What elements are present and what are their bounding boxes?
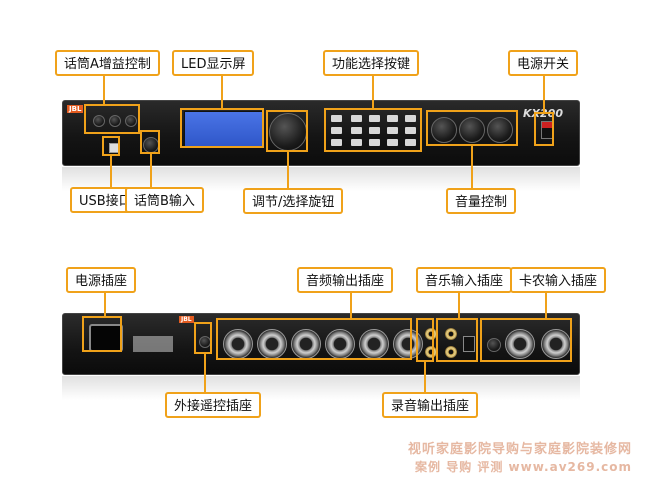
xlr-output-2[interactable] — [257, 329, 287, 359]
label-mic-a-gain: 话筒A增益控制 — [55, 50, 160, 76]
highlight-mic-b — [140, 130, 160, 154]
power-switch-indicator — [542, 122, 552, 128]
mic-a-gain-knob-2[interactable] — [109, 115, 121, 127]
label-music-in: 音乐输入插座 — [416, 267, 513, 293]
function-button[interactable] — [351, 115, 362, 122]
leader-audio-out — [350, 293, 352, 318]
highlight-remote — [194, 322, 212, 354]
music-in-rca-2[interactable] — [445, 346, 457, 358]
label-mic-b: 话筒B输入 — [125, 187, 204, 213]
mic-a-gain-knob-1[interactable] — [93, 115, 105, 127]
optical-input[interactable] — [463, 336, 475, 352]
watermark-line-1: 视听家庭影院导购与家庭影院装修网 — [407, 442, 632, 457]
function-button[interactable] — [405, 127, 416, 134]
function-button[interactable] — [351, 139, 362, 146]
function-button[interactable] — [331, 115, 342, 122]
leader-adjust-knob — [287, 152, 289, 188]
highlight-music-in — [436, 318, 478, 362]
music-in-rca-1[interactable] — [445, 328, 457, 340]
volume-knob-mic[interactable] — [459, 117, 485, 143]
volume-knob-effect[interactable] — [487, 117, 513, 143]
highlight-usb — [102, 136, 120, 156]
leader-music-in — [458, 293, 460, 318]
leader-xlr-in — [545, 293, 547, 318]
function-button[interactable] — [405, 139, 416, 146]
volume-knob-music[interactable] — [431, 117, 457, 143]
label-xlr-in: 卡农输入插座 — [510, 267, 607, 293]
function-button[interactable] — [369, 127, 380, 134]
label-function-buttons: 功能选择按键 — [323, 50, 420, 76]
xlr-output-4[interactable] — [325, 329, 355, 359]
mic-a-gain-knob-3[interactable] — [125, 115, 137, 127]
leader-record-out — [424, 362, 426, 392]
record-out-rca-2[interactable] — [425, 346, 437, 358]
rear-brand-logo: JBL — [179, 316, 194, 323]
power-socket[interactable] — [89, 324, 123, 352]
leader-power-switch — [543, 76, 545, 112]
leader-lcd — [221, 76, 223, 108]
function-button[interactable] — [387, 127, 398, 134]
rear-panel-reflection — [62, 376, 580, 400]
highlight-power-socket — [82, 316, 122, 352]
label-power-socket: 电源插座 — [66, 267, 137, 293]
highlight-power-switch — [534, 112, 554, 146]
lcd-screen — [184, 111, 264, 147]
leader-usb — [110, 156, 112, 187]
function-button[interactable] — [331, 139, 342, 146]
rear-mic-jack[interactable] — [487, 338, 501, 352]
xlr-output-5[interactable] — [359, 329, 389, 359]
xlr-input-1[interactable] — [505, 329, 535, 359]
label-lcd: LED显示屏 — [172, 50, 255, 76]
highlight-record-out — [416, 318, 434, 362]
function-button[interactable] — [387, 115, 398, 122]
highlight-knob — [266, 110, 308, 152]
leader-mic-b — [150, 154, 152, 187]
leader-remote — [204, 354, 206, 392]
label-power-switch: 电源开关 — [508, 50, 579, 76]
leader-power-socket — [104, 293, 106, 316]
highlight-volume — [426, 110, 518, 146]
label-record-out: 录音输出插座 — [382, 392, 479, 418]
label-adjust-knob: 调节/选择旋钮 — [243, 188, 344, 214]
function-button[interactable] — [351, 127, 362, 134]
leader-volume — [471, 146, 473, 188]
xlr-output-3[interactable] — [291, 329, 321, 359]
adjust-select-knob[interactable] — [269, 113, 307, 151]
label-volume: 音量控制 — [446, 188, 517, 214]
highlight-xlr-in — [480, 318, 572, 362]
highlight-mic-a-gain — [84, 104, 140, 134]
watermark-line-2: 案例 导购 评测 www.av269.com — [415, 460, 632, 474]
record-out-rca-1[interactable] — [425, 328, 437, 340]
highlight-function-buttons — [324, 108, 422, 152]
rear-panel: JBL — [62, 313, 580, 375]
leader-function-buttons — [372, 76, 374, 108]
function-button[interactable] — [331, 127, 342, 134]
label-audio-out: 音频输出插座 — [297, 267, 394, 293]
function-button[interactable] — [405, 115, 416, 122]
highlight-lcd — [180, 108, 264, 148]
rear-sticker — [133, 336, 173, 352]
function-button[interactable] — [369, 139, 380, 146]
label-remote: 外接遥控插座 — [165, 392, 262, 418]
function-button[interactable] — [387, 139, 398, 146]
leader-mic-a-gain — [103, 76, 105, 104]
front-brand-logo: JBL — [67, 105, 84, 113]
xlr-output-6[interactable] — [393, 329, 423, 359]
function-button[interactable] — [369, 115, 380, 122]
highlight-audio-out — [216, 318, 412, 360]
